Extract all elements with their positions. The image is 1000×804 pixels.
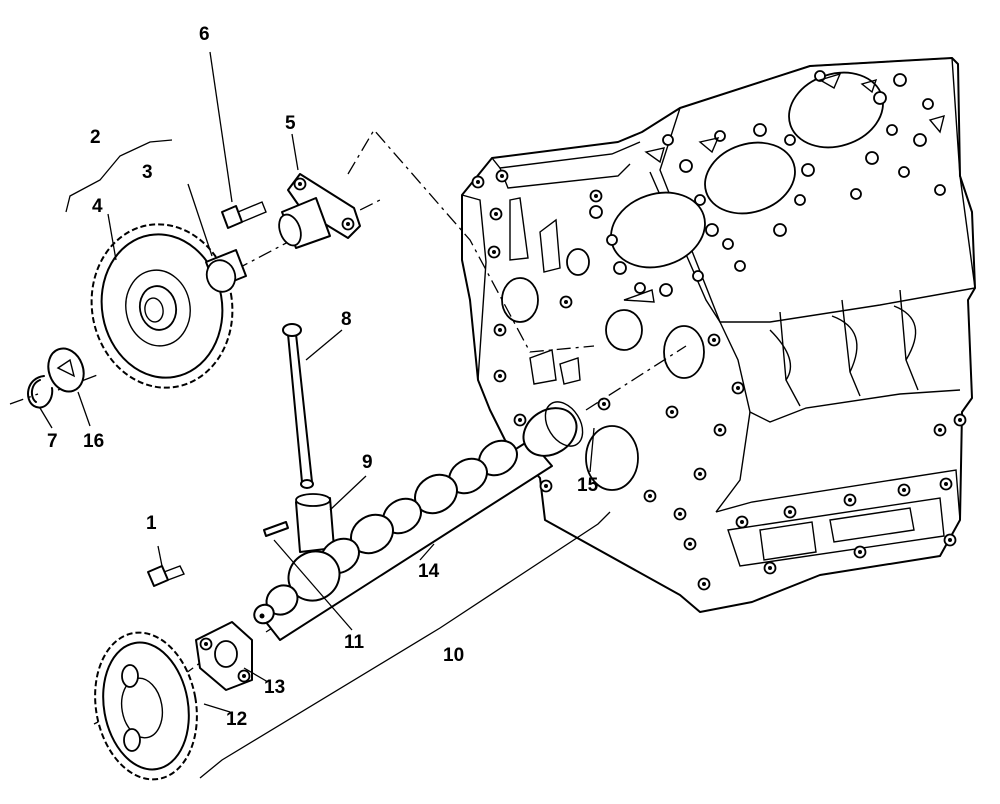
callout-10: 10 (443, 645, 464, 666)
stopper-plate-bolt (147, 565, 185, 587)
camshaft (253, 401, 584, 641)
callout-13: 13 (264, 677, 285, 698)
callout-14: 14 (418, 561, 440, 582)
idler-bushing (205, 249, 247, 293)
callout-8: 8 (341, 309, 352, 330)
feather-key (263, 521, 289, 537)
callout-12: 12 (226, 709, 247, 730)
camshaft-gear (94, 631, 198, 781)
callout-11: 11 (344, 632, 365, 653)
push-rod (282, 323, 314, 489)
callout-15: 15 (577, 475, 599, 496)
callout-7: 7 (47, 431, 58, 452)
idler-shaft-bolt (221, 201, 267, 229)
idler-gear (90, 223, 234, 389)
callout-3: 3 (142, 162, 153, 183)
thrust-washer (47, 347, 85, 393)
callout-9: 9 (362, 452, 373, 473)
snap-ring (27, 375, 54, 409)
idler-shaft (278, 173, 361, 249)
callout-16: 16 (83, 431, 104, 452)
tappet (295, 493, 335, 553)
callout-2: 2 (90, 127, 101, 148)
deck-holes (589, 70, 946, 297)
callout-5: 5 (285, 113, 296, 134)
callout-6: 6 (199, 24, 210, 45)
callout-labels: 1 2 3 4 5 6 7 8 9 10 11 12 13 14 15 16 (47, 24, 599, 730)
engine-block (461, 57, 976, 613)
callout-4: 4 (92, 196, 103, 217)
leader-lines (39, 51, 611, 779)
camshaft-stopper-plate (195, 621, 253, 691)
callout-1: 1 (146, 513, 157, 534)
